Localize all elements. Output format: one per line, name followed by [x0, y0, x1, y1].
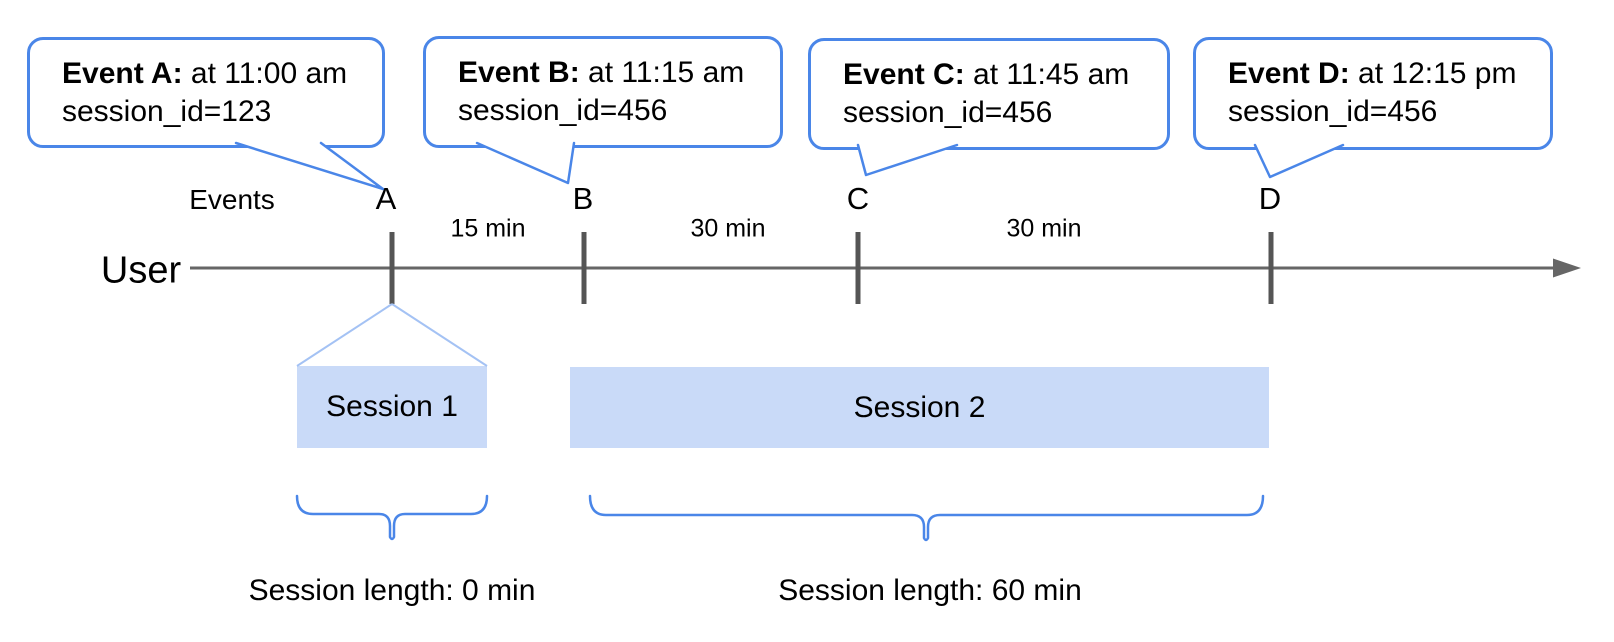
session-1-box: Session 1 [297, 366, 487, 448]
event-marker-a: A [375, 181, 397, 216]
session-2-label: Session 2 [853, 390, 986, 424]
interval-b-c: 30 min [690, 214, 766, 243]
events-axis-label: Events [189, 184, 275, 215]
brace-session-1 [295, 494, 489, 541]
brace-session-2 [588, 494, 1265, 542]
callout-event-a: Event A: at 11:00 am session_id=123 [27, 37, 385, 148]
session-1-label: Session 1 [326, 390, 458, 423]
session-2-length-label: Session length: 60 min [778, 574, 1082, 607]
callout-tail-b [475, 141, 576, 185]
funnel-line-right [391, 303, 488, 367]
callout-event-b: Event B: at 11:15 am session_id=456 [423, 36, 783, 148]
event-c-session-id: session_id=456 [843, 96, 1053, 129]
funnel-line-left [296, 303, 393, 367]
interval-c-d: 30 min [1006, 214, 1082, 243]
interval-a-b: 15 min [450, 214, 526, 243]
event-d-time: at 12:15 pm [1358, 57, 1517, 90]
event-c-time: at 11:45 am [973, 58, 1130, 91]
event-marker-b: B [572, 181, 594, 216]
event-marker-c: C [846, 181, 870, 216]
user-axis-label: User [100, 249, 182, 292]
callout-tail-a [234, 141, 385, 191]
timeline-arrowhead-icon [1553, 258, 1581, 278]
event-c-title: Event C: [843, 58, 965, 91]
event-marker-d: D [1258, 181, 1282, 216]
callout-event-c: Event C: at 11:45 am session_id=456 [808, 38, 1170, 150]
event-a-session-id: session_id=123 [62, 95, 272, 128]
event-a-time: at 11:00 am [190, 57, 348, 90]
event-a-title: Event A: [62, 57, 183, 90]
event-b-title: Event B: [458, 56, 580, 89]
session-1-length-label: Session length: 0 min [248, 574, 536, 607]
callout-event-d: Event D: at 12:15 pm session_id=456 [1193, 37, 1553, 150]
session-2-box: Session 2 [570, 367, 1269, 448]
event-b-session-id: session_id=456 [458, 94, 668, 127]
event-d-title: Event D: [1228, 57, 1350, 90]
event-b-time: at 11:15 am [588, 56, 745, 89]
event-d-session-id: session_id=456 [1228, 95, 1438, 128]
